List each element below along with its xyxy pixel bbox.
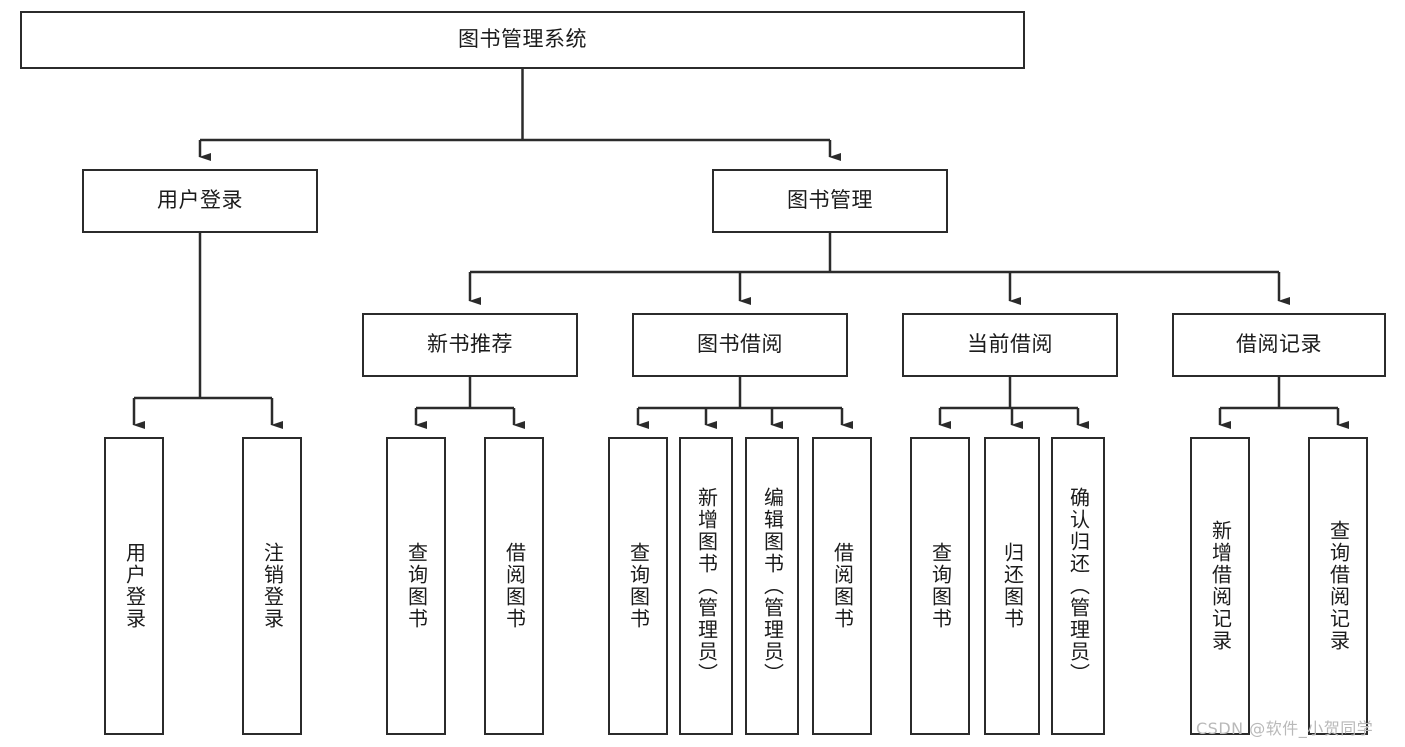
node-label-leaf-logout: 注销登录	[260, 542, 285, 630]
node-borrow-record[interactable]: 借阅记录	[1172, 313, 1386, 377]
node-label-leaf-confirm-return: 确认归还（管理员）	[1066, 487, 1091, 685]
node-label-borrow-record: 借阅记录	[1236, 332, 1322, 357]
node-label-leaf-add-record: 新增借阅记录	[1208, 520, 1233, 652]
node-root[interactable]: 图书管理系统	[20, 11, 1025, 69]
node-leaf-add-book[interactable]: 新增图书（管理员）	[679, 437, 733, 735]
node-label-leaf-query-record: 查询借阅记录	[1326, 520, 1351, 652]
connectors-group	[132, 69, 1349, 429]
node-leaf-add-record[interactable]: 新增借阅记录	[1190, 437, 1250, 735]
node-label-leaf-add-book: 新增图书（管理员）	[694, 487, 719, 685]
node-label-leaf-edit-book: 编辑图书（管理员）	[760, 487, 785, 685]
node-leaf-return-book[interactable]: 归还图书	[984, 437, 1040, 735]
node-label-current-borrow: 当前借阅	[967, 332, 1053, 357]
node-current-borrow[interactable]: 当前借阅	[902, 313, 1118, 377]
node-leaf-query-book-3[interactable]: 查询图书	[910, 437, 970, 735]
node-leaf-logout[interactable]: 注销登录	[242, 437, 302, 735]
node-leaf-query-book-2[interactable]: 查询图书	[608, 437, 668, 735]
node-label-user-login: 用户登录	[157, 188, 243, 213]
node-leaf-edit-book[interactable]: 编辑图书（管理员）	[745, 437, 799, 735]
node-label-leaf-borrow-book-1: 借阅图书	[502, 542, 527, 630]
node-book-manage[interactable]: 图书管理	[712, 169, 948, 233]
node-leaf-borrow-book-2[interactable]: 借阅图书	[812, 437, 872, 735]
node-leaf-confirm-return[interactable]: 确认归还（管理员）	[1051, 437, 1105, 735]
node-label-leaf-query-book-3: 查询图书	[928, 542, 953, 630]
node-leaf-user-login[interactable]: 用户登录	[104, 437, 164, 735]
node-label-book-borrow: 图书借阅	[697, 332, 783, 357]
node-label-leaf-query-book-1: 查询图书	[404, 542, 429, 630]
node-label-leaf-borrow-book-2: 借阅图书	[830, 542, 855, 630]
node-leaf-borrow-book-1[interactable]: 借阅图书	[484, 437, 544, 735]
node-label-leaf-return-book: 归还图书	[1000, 542, 1025, 630]
node-label-root: 图书管理系统	[458, 27, 587, 52]
node-new-book-recommend[interactable]: 新书推荐	[362, 313, 578, 377]
node-user-login[interactable]: 用户登录	[82, 169, 318, 233]
csdn-watermark: CSDN @软件_小贺同学	[1196, 719, 1374, 738]
node-book-borrow[interactable]: 图书借阅	[632, 313, 848, 377]
node-label-new-book-recommend: 新书推荐	[427, 332, 513, 357]
node-label-leaf-user-login: 用户登录	[122, 542, 147, 630]
node-leaf-query-book-1[interactable]: 查询图书	[386, 437, 446, 735]
node-label-book-manage: 图书管理	[787, 188, 873, 213]
node-leaf-query-record[interactable]: 查询借阅记录	[1308, 437, 1368, 735]
node-label-leaf-query-book-2: 查询图书	[626, 542, 651, 630]
